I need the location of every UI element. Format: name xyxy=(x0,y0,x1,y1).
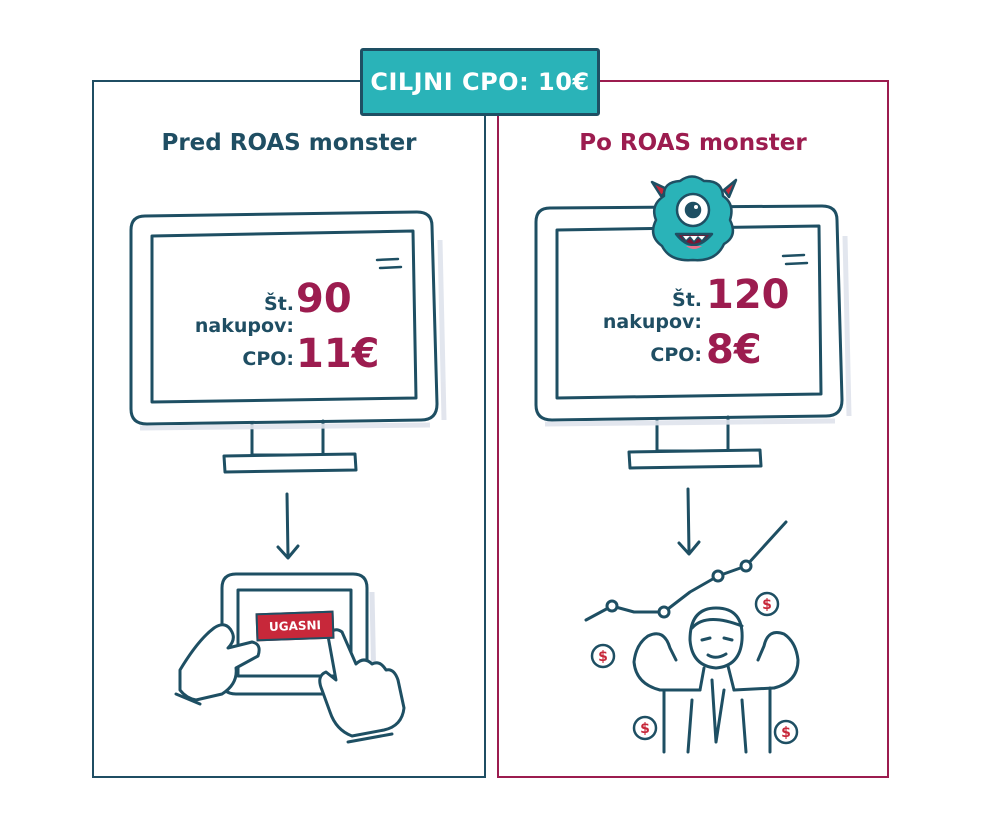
growth-chart-icon xyxy=(584,520,788,622)
before-title: Pred ROAS monster xyxy=(161,130,417,156)
coin-symbol: $ xyxy=(762,597,772,613)
coin-symbol: $ xyxy=(781,725,791,741)
strong-man-icon xyxy=(632,606,800,754)
monitor-icon-right xyxy=(534,204,844,470)
dollar-coin-icon xyxy=(590,591,799,745)
after-purchases-value: 120 xyxy=(706,272,790,318)
target-cpo-banner: CILJNI CPO: 10€ xyxy=(360,48,600,116)
ugasni-button[interactable]: UGASNI xyxy=(255,610,335,642)
arrow-down-icon xyxy=(276,487,701,560)
hand-icon-right xyxy=(318,628,406,744)
before-cpo-label: CPO: xyxy=(242,348,294,370)
after-purchases-label: Št. nakupov: xyxy=(602,289,702,333)
monster-icon xyxy=(650,175,738,262)
before-purchases-label: Št. nakupov: xyxy=(194,293,294,337)
after-panel xyxy=(497,80,889,778)
before-cpo-value: 11€ xyxy=(296,331,380,377)
coin-symbol: $ xyxy=(598,649,608,665)
after-cpo-label: CPO: xyxy=(650,344,702,366)
after-cpo-value: 8€ xyxy=(706,327,762,373)
before-panel xyxy=(92,80,486,778)
monitor-icon-left xyxy=(129,210,439,474)
hand-icon-left xyxy=(174,623,261,706)
coin-symbol: $ xyxy=(640,721,650,737)
after-title: Po ROAS monster xyxy=(579,130,807,156)
target-cpo-label: CILJNI CPO: 10€ xyxy=(370,68,590,96)
before-purchases-value: 90 xyxy=(296,276,352,322)
